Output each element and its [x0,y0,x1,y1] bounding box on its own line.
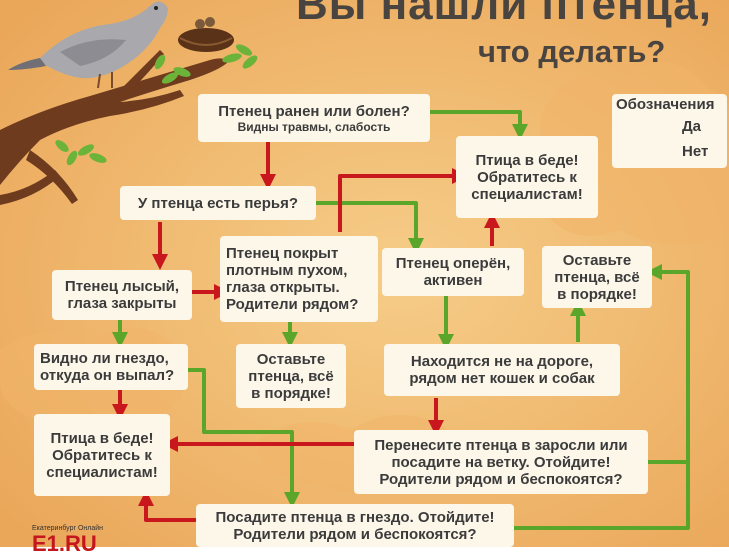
legend-yes-label: Да [682,118,702,135]
node-leave-right: Оставьте птенца, всё в порядке! [542,246,652,308]
node-nest-visible: Видно ли гнездо, откуда он выпал? [34,344,188,390]
node-nest-visible-text: Видно ли гнездо, откуда он выпал? [40,350,175,384]
node-injured: Птенец ранен или болен? Видны травмы, сл… [198,94,430,142]
node-put-nest-text: Посадите птенца в гнездо. Отойдите! Роди… [215,508,495,543]
node-distress-left-text: Птица в беде! Обратитесь к специалистам! [46,429,158,481]
node-fluffy-text: Птенец покрыт плотным пухом, глаза откры… [226,245,359,313]
node-not-on-road-text: Находится не на дороге, рядом нет кошек … [409,353,595,387]
node-feathered-text: Птенец оперён, активен [395,255,511,289]
node-move-bushes: Перенесите птенца в заросли или посадите… [354,430,648,494]
node-bald: Птенец лысый, глаза закрыты [52,270,192,320]
node-fluffy: Птенец покрыт плотным пухом, глаза откры… [220,236,378,322]
node-feathers: У птенца есть перья? [120,186,316,220]
tree-branch [0,50,228,205]
node-feathers-text: У птенца есть перья? [137,194,299,212]
node-distress-right-text: Птица в беде! Обратитесь к специалистам! [471,151,583,203]
page-subtitle: что делать? [478,34,666,69]
page-title: Вы нашли птенца, [296,0,712,29]
node-injured-sub: Видны травмы, слабость [237,119,391,134]
node-leave-right-text: Оставьте птенца, всё в порядке! [554,251,640,303]
node-leave-middle-text: Оставьте птенца, всё в порядке! [248,350,334,402]
pigeon-illustration [8,1,168,89]
node-distress-left: Птица в беде! Обратитесь к специалистам! [34,414,170,496]
legend-title: Обозначения [616,96,715,113]
logo-city: Екатеринбург Онлайн [32,525,104,532]
node-put-nest: Посадите птенца в гнездо. Отойдите! Роди… [196,504,514,547]
node-move-bushes-text: Перенесите птенца в заросли или посадите… [374,436,628,488]
legend-box [612,94,727,168]
e1-logo: Екатеринбург Онлайн E1.RU [32,521,140,555]
node-injured-main: Птенец ранен или болен? [218,102,410,120]
node-distress-right: Птица в беде! Обратитесь к специалистам! [456,136,598,218]
node-not-on-road: Находится не на дороге, рядом нет кошек … [384,344,620,396]
node-feathered: Птенец оперён, активен [382,248,524,296]
nest-illustration [178,17,234,52]
node-bald-text: Птенец лысый, глаза закрыты [64,278,180,312]
legend-no-label: Нет [682,143,709,160]
node-leave-middle: Оставьте птенца, всё в порядке! [236,344,346,408]
logo-brand: E1.RU [32,531,97,556]
